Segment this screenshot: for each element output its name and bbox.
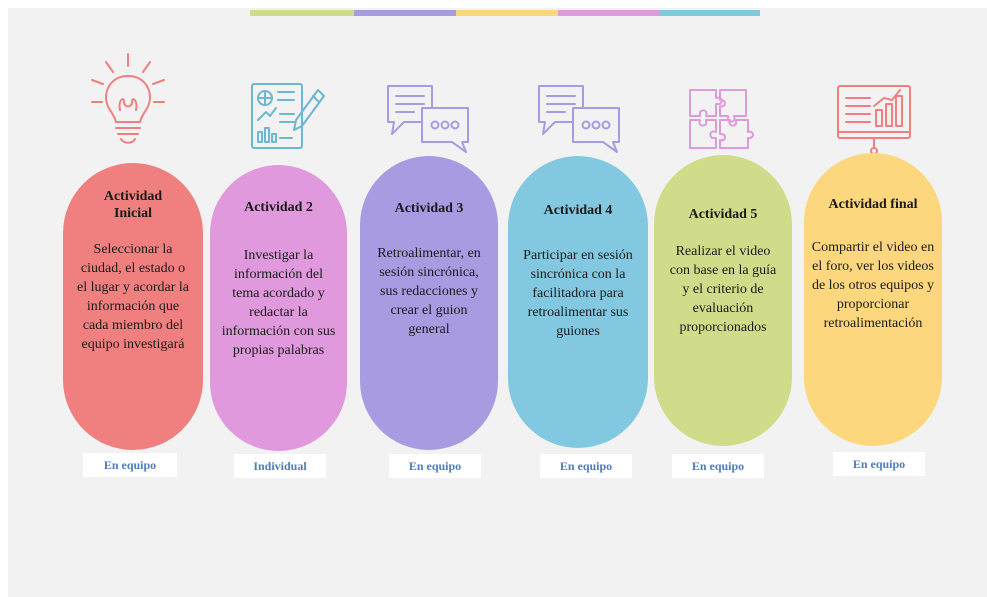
activity-description: Realizar el video con base en la guía y …: [669, 244, 777, 335]
puzzle-icon: [689, 89, 755, 149]
activity-description: Retroalimentar, en sesión sincrónica, su…: [377, 246, 481, 337]
mode-label: En equipo: [672, 454, 764, 478]
top-bar-segment-5: [660, 10, 760, 16]
mode-label: En equipo: [833, 452, 925, 476]
mode-label: En equipo: [83, 453, 177, 477]
activity-pill-3: Actividad 3 Retroalimentar, en sesión si…: [360, 156, 498, 450]
activity-description: Participar en sesión sincrónica con la f…: [523, 248, 633, 339]
presentation-chart-icon: [837, 85, 911, 155]
activity-title: Actividad 2: [244, 200, 313, 215]
activity-title: Actividad Inicial: [103, 189, 163, 221]
activity-pill-final: Actividad final Compartir el video en el…: [804, 153, 942, 446]
chat-bubbles-icon: [387, 85, 469, 153]
diagram-canvas: Actividad Inicial Seleccionar la ciudad,…: [8, 8, 987, 597]
activity-title: Actividad final: [828, 197, 918, 212]
activity-description: Investigar la información del tema acord…: [221, 248, 336, 358]
activity-pill-initial: Actividad Inicial Seleccionar la ciudad,…: [63, 163, 203, 450]
activity-description: Compartir el video en el foro, ver los v…: [811, 240, 935, 331]
mode-label: En equipo: [389, 454, 481, 478]
activity-title: Actividad 3: [394, 201, 464, 216]
lightbulb-icon: [91, 53, 165, 144]
mode-label: Individual: [234, 454, 326, 478]
activity-description: Seleccionar la ciudad, el estado o el lu…: [77, 242, 189, 352]
activity-pill-4: Actividad 4 Participar en sesión sincrón…: [508, 156, 648, 448]
top-bar-segment-4: [558, 10, 660, 16]
activity-title: Actividad 5: [688, 207, 758, 222]
activity-title: Actividad 4: [543, 203, 613, 218]
mode-label: En equipo: [540, 454, 632, 478]
activity-pill-2: Actividad 2 Investigar la información de…: [210, 165, 347, 451]
chat-bubbles-icon: [538, 85, 620, 153]
activity-pill-5: Actividad 5 Realizar el video con base e…: [654, 155, 792, 446]
top-bar-segment-1: [250, 10, 354, 16]
document-chart-pencil-icon: [251, 83, 325, 149]
top-bar-segment-3: [456, 10, 558, 16]
top-bar-segment-2: [354, 10, 456, 16]
